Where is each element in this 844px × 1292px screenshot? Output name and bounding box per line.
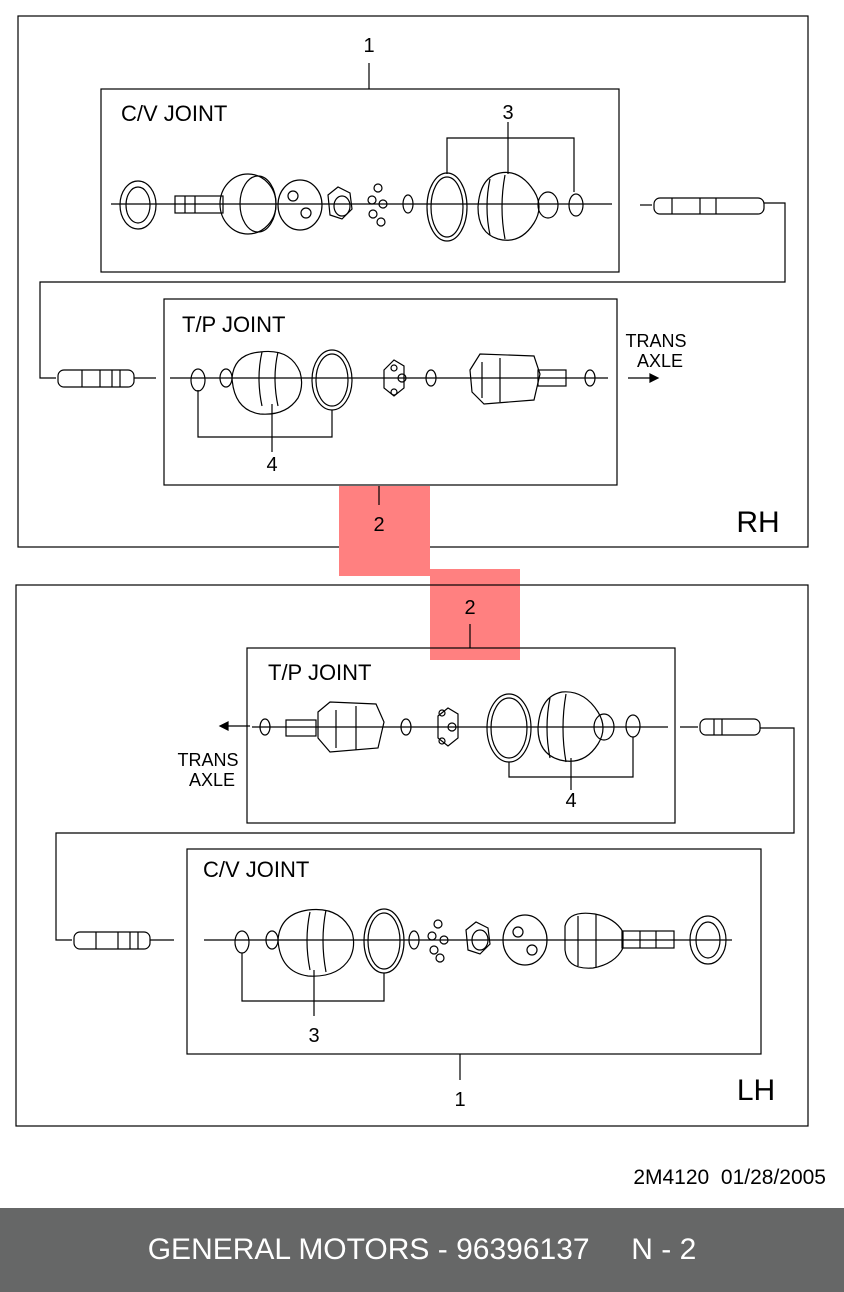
rh-ref-1: 1 xyxy=(363,35,374,57)
lh-tp-joint-title: T/P JOINT xyxy=(268,660,372,685)
drawing-code: 2M4120 01/28/2005 xyxy=(633,1166,826,1189)
rh-ref-3: 3 xyxy=(502,102,513,124)
rh-ref-2-highlight xyxy=(339,486,430,576)
lh-cv-joint-box xyxy=(186,848,762,1055)
footer-spacer xyxy=(590,1233,632,1267)
rh-ref-2: 2 xyxy=(373,514,384,536)
rh-tp-joint-title: T/P JOINT xyxy=(182,312,286,337)
rh-side-label: RH xyxy=(736,506,779,539)
lh-side-label: LH xyxy=(737,1074,775,1107)
rh-shaft-lower xyxy=(57,369,156,388)
footer-page: N - 2 xyxy=(631,1233,697,1266)
rh-cv-joint-title: C/V JOINT xyxy=(121,101,227,126)
footer-bar: GENERAL MOTORS - 96396137 N - 2 xyxy=(0,1208,844,1292)
lh-cv-parts xyxy=(204,908,732,1016)
lh-tp-parts xyxy=(218,691,668,790)
rh-tp-parts xyxy=(170,349,608,452)
lh-shaft-lower xyxy=(73,931,174,950)
rh-shaft-upper xyxy=(39,197,786,379)
rh-cv-joint-box xyxy=(100,88,620,273)
footer-brand: GENERAL MOTORS - 96396137 xyxy=(147,1233,590,1266)
lh-shaft-upper xyxy=(55,718,795,941)
rh-trans-label-2: AXLE xyxy=(637,351,683,371)
rh-cv-parts xyxy=(111,122,612,242)
lh-ref-4: 4 xyxy=(565,790,576,812)
lh-tp-joint-box xyxy=(246,647,676,824)
rh-trans-label-1: TRANS xyxy=(625,331,686,351)
rh-trans-axle-arrow xyxy=(628,373,660,383)
lh-frame xyxy=(15,584,809,1127)
lh-ref-2: 2 xyxy=(464,597,475,619)
lh-ref-2-highlight xyxy=(430,569,520,660)
lh-ref-1: 1 xyxy=(454,1089,465,1111)
lh-section: 2 T/P JOINT xyxy=(15,584,809,1127)
lh-cv-joint-title: C/V JOINT xyxy=(203,857,309,882)
lh-trans-label-2: AXLE xyxy=(189,770,235,790)
lh-trans-label-1: TRANS xyxy=(177,750,238,770)
rh-ref-4: 4 xyxy=(266,454,277,476)
lh-ref-3: 3 xyxy=(308,1025,319,1047)
rh-tp-joint-box xyxy=(163,298,618,486)
rh-section: 1 C/V JOINT xyxy=(17,15,809,548)
